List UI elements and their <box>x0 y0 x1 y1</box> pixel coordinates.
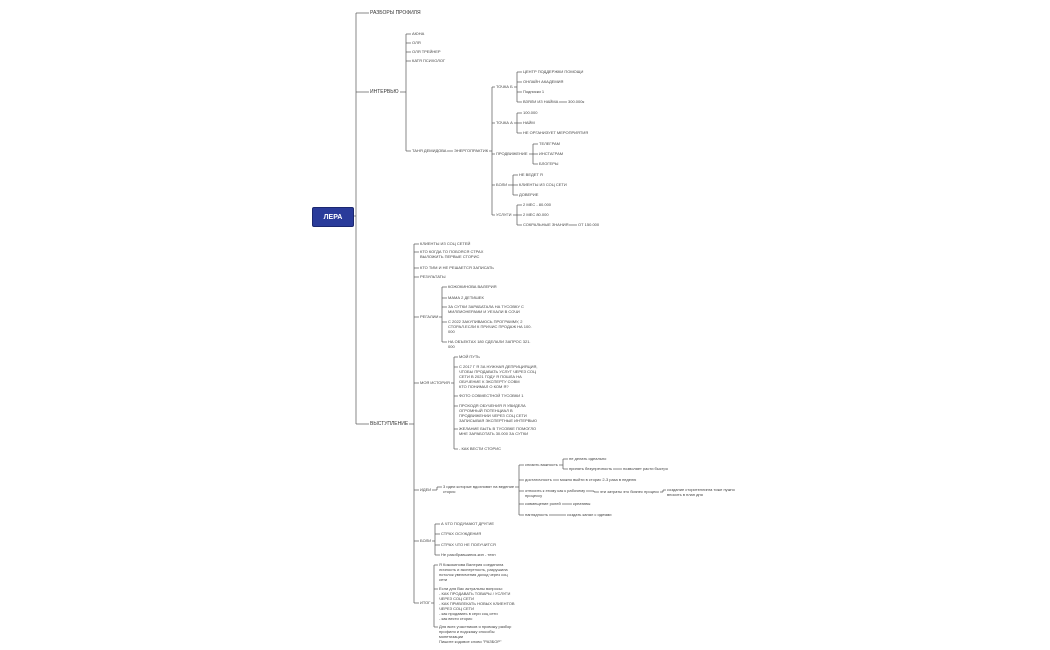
node-i1a2a[interactable]: позволяет расти быстро <box>623 466 669 471</box>
node-a2[interactable]: НАЙМ <box>523 120 535 125</box>
node-it1[interactable]: Я Кожокинова Валерия соединила личность … <box>439 562 508 582</box>
node-b4a[interactable]: 300.000к <box>568 99 585 104</box>
node-vyst[interactable]: ВЫСТУПЛЕНИЕ <box>370 421 409 427</box>
node-r2[interactable]: МАМА 2 ДЕТИШЕК <box>448 295 484 300</box>
node-razbory[interactable]: РАЗБОРЫ ПРОФИЛЯ <box>370 10 421 16</box>
node-u3a[interactable]: ОТ 150.000 <box>578 222 600 227</box>
node-i1c[interactable]: относить к этому как к рабочему процессу <box>525 488 586 498</box>
node-m5[interactable]: ЖЕЛАНИЕ БЫТЬ В ТУСОВКЕ ПОМОГЛО МНЕ ЗАРАБ… <box>459 426 537 436</box>
node-tanya[interactable]: ТАНЯ ДЕМИДОВА <box>412 148 447 153</box>
node-bb2[interactable]: СТРАХ ОСУЖДЕНИЯ <box>441 531 482 536</box>
node-boli[interactable]: БОЛИ <box>496 182 508 187</box>
node-p1[interactable]: ТЕЛЕГРАМ <box>539 141 560 146</box>
node-a3[interactable]: НЕ ОРГАНИЗУЕТ МЕРОПРИЯТИЯ <box>523 130 589 135</box>
node-b4[interactable]: ВЗЯЛИ ИЗ НАЙМА <box>523 99 559 104</box>
node-i3[interactable]: ОЛЯ ТРЕЙНЕР <box>412 49 441 54</box>
node-i1c1[interactable]: эти затраты это бизнес процесс <box>600 489 660 494</box>
node-bb3[interactable]: СТРАХ ЧТО НЕ ПОЛУЧИТСЯ <box>441 542 496 547</box>
node-idei[interactable]: ИДЕИ <box>420 487 432 492</box>
node-i1d[interactable]: совмещение ролей <box>525 501 561 506</box>
node-i1a[interactable]: снизить важность <box>525 462 558 467</box>
node-it3[interactable]: Для всех участников я провожу разбор про… <box>439 624 512 644</box>
node-id1[interactable]: 3 идеи которые вдохновят на ведение стор… <box>443 484 515 494</box>
node-b1[interactable]: ЦЕНТР ПОДДЕРЖКИ ПОМОЩИ <box>523 69 584 74</box>
node-u2[interactable]: 2 МЕС 80.000 <box>523 212 549 217</box>
node-r1[interactable]: КОЖОКИНОВА ВАЛЕРИЯ <box>448 284 497 289</box>
node-bb1[interactable]: А ЧТО ПОДУМАЮТ ДРУГИЕ <box>441 521 495 526</box>
node-tochkaa[interactable]: ТОЧКА А <box>496 120 513 125</box>
node-i1a2[interactable]: принять безупречность <box>569 466 613 471</box>
node-moya[interactable]: МОЯ ИСТОРИЯ <box>420 380 450 385</box>
node-prod[interactable]: ПРОДВИЖЕНИЕ <box>496 151 528 156</box>
node-v4[interactable]: РЕЗУЛЬТАТЫ <box>420 274 446 279</box>
node-uslugi[interactable]: УСЛУГИ <box>496 212 512 217</box>
node-i1e1[interactable]: создать канал с идеями <box>567 512 612 517</box>
node-m6[interactable]: - КАК ВЕСТИ СТОРИС <box>459 446 501 451</box>
root-node[interactable]: ЛЕРА <box>312 207 354 227</box>
node-intervyu[interactable]: ИНТЕРВЬЮ <box>370 89 399 95</box>
node-bo3[interactable]: ДОВЕРИЕ <box>519 192 539 197</box>
node-r4[interactable]: С 2022 ЗАКУПИВАЮСЬ ПРОГРАММУ, 2 СТОРАЛ.Е… <box>448 319 532 334</box>
node-m2[interactable]: С 2017 Г Я ЗА НУЖНАЯ ДЕПРИЦИЯЦИЯ, ЧТОБЫ … <box>459 364 538 389</box>
node-i2[interactable]: ОЛЯ <box>412 40 421 45</box>
node-b3[interactable]: Подписки 1 <box>523 89 545 94</box>
node-v2[interactable]: КТО КОГДА ТО ПОБОЯСЯ СТРАХ ВЫЛОЖИТЬ ПЕРВ… <box>420 249 484 259</box>
node-i4[interactable]: КАТЯ ПСИХОЛОГ <box>412 58 446 63</box>
node-bo2[interactable]: КЛИЕНТЫ ИЗ СОЦ СЕТИ <box>519 182 567 187</box>
node-u1[interactable]: 2 МЕС - 80.000 <box>523 202 552 207</box>
node-i1c1a[interactable]: создание сторителлинга тоже нужно вносит… <box>667 487 735 497</box>
node-it2[interactable]: Если для Вас актуальны вопросы: - КАК ПР… <box>439 586 515 621</box>
node-i1e[interactable]: наглядность <box>525 512 548 517</box>
node-p3[interactable]: БЛОГЕРЫ <box>539 161 559 166</box>
node-m4[interactable]: ПРОХОДЯ ОБУЧЕНИЯ Я УВИДЕЛА ОГРОМНЫЙ ПОТЕ… <box>459 403 538 423</box>
node-itog[interactable]: ИТОГ <box>420 600 431 605</box>
node-r5[interactable]: НА ОБЪЕКТАХ 180 СДЕЛАЛИ ЗАПРОС 321. 000 <box>448 339 531 349</box>
node-i1[interactable]: АЮНА <box>412 31 425 36</box>
node-v1[interactable]: КЛИЕНТЫ ИЗ СОЦ СЕТЕЙ <box>420 241 471 246</box>
node-energo[interactable]: ЭНЕРГОПРАКТИК <box>454 148 489 153</box>
node-m1[interactable]: МОЙ ПУТЬ <box>459 354 480 359</box>
node-bo1[interactable]: НЕ ВЕДЕТ Я <box>519 172 543 177</box>
node-a1[interactable]: 100.000 <box>523 110 538 115</box>
node-p2[interactable]: ИНСТАГРАМ <box>539 151 564 156</box>
node-r3[interactable]: ЗА СУТКИ ЗАРАБАТАЛА НА ТУСОВКУ С МИЛЛИОН… <box>448 304 524 314</box>
node-i1b[interactable]: достаточность <box>525 477 552 482</box>
node-i1a1[interactable]: не делать идеально <box>569 456 607 461</box>
node-boli2[interactable]: БОЛИ <box>420 538 432 543</box>
node-bb4[interactable]: Не разобравшиеся-кин - техн <box>441 552 496 557</box>
node-i1b1[interactable]: можно выйти в сторис 2-3 раза в неделю <box>560 477 637 482</box>
node-regalii[interactable]: РЕГАЛИИ <box>420 314 439 319</box>
node-m3[interactable]: ФОТО СОВМЕСТНОЙ ТУСОВКИ 1 <box>459 393 524 398</box>
node-u3[interactable]: СОКРАЛЬНЫЕ ЗНАНИЯ <box>523 222 569 227</box>
node-i1d1[interactable]: креативы <box>573 501 591 506</box>
node-v3[interactable]: КТО ТИМ И НЕ РЕШАЕТСЯ ЗАПИСАТЬ <box>420 265 494 270</box>
node-tochkab[interactable]: ТОЧКА Б <box>496 84 513 89</box>
node-b2[interactable]: ОНЛАЙН АКАДЕМИЯ <box>523 79 564 84</box>
